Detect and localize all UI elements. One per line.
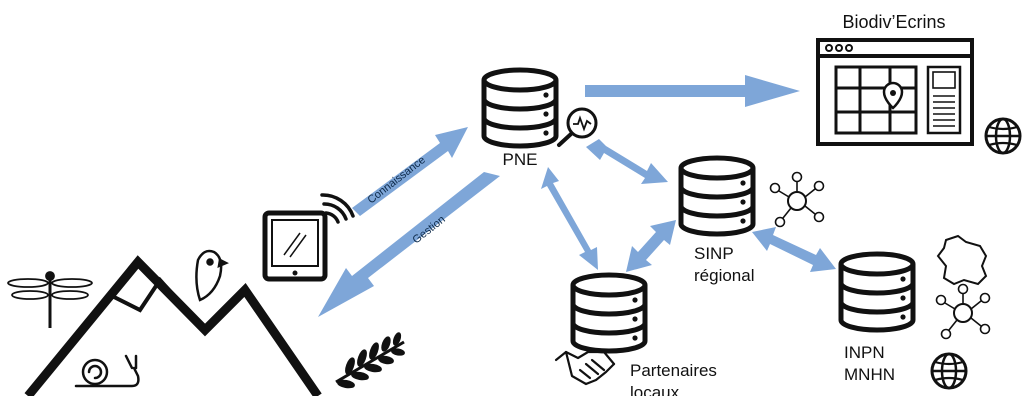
database-icon [573, 275, 645, 351]
database-icon [841, 254, 913, 330]
pne-label: PNE [503, 150, 538, 169]
arrow-gestion [318, 172, 500, 317]
database-icon [484, 70, 556, 146]
mountain-icon [24, 255, 322, 396]
snail-icon [74, 354, 140, 388]
arrow-pne-sinp [586, 139, 668, 184]
arrow-sinp-partenaires [626, 220, 676, 272]
network-icon [769, 171, 825, 228]
browser-map-icon [816, 38, 974, 146]
wifi-icon [320, 193, 355, 224]
tablet-icon [262, 210, 328, 282]
node-biodiv: Biodiv’Ecrins [816, 12, 1022, 155]
sinp-label-line2: régional [694, 266, 755, 285]
magnifier-icon [557, 107, 598, 147]
handshake-icon [554, 350, 616, 386]
database-icon [681, 158, 753, 234]
node-inpn: INPN MNHN [841, 234, 991, 390]
dragonfly-icon [7, 271, 93, 328]
partenaires-label-line2: locaux [630, 383, 680, 396]
arrow-sinp-inpn [752, 227, 836, 272]
node-partenaires: Partenaires locaux [554, 275, 717, 396]
partenaires-label-line1: Partenaires [630, 361, 717, 380]
arrow-pne-partenaires [541, 167, 598, 270]
inpn-label-line1: INPN [844, 343, 885, 362]
node-pne: PNE [484, 70, 598, 169]
inpn-label-line2: MNHN [844, 365, 895, 384]
node-sinp: SINP régional [681, 158, 825, 285]
arrow-label-connaissance: Connaissance [365, 154, 427, 206]
fern-icon [335, 332, 405, 389]
globe-icon [930, 352, 968, 390]
bird-icon [195, 249, 229, 302]
arrow-pne-to-biodiv [585, 75, 800, 107]
biodiv-label: Biodiv’Ecrins [842, 12, 945, 32]
sinp-label-line1: SINP [694, 244, 734, 263]
globe-icon [984, 117, 1022, 155]
network-icon [935, 283, 991, 340]
arrow-connaissance [352, 127, 468, 216]
france-map-icon [936, 234, 988, 286]
